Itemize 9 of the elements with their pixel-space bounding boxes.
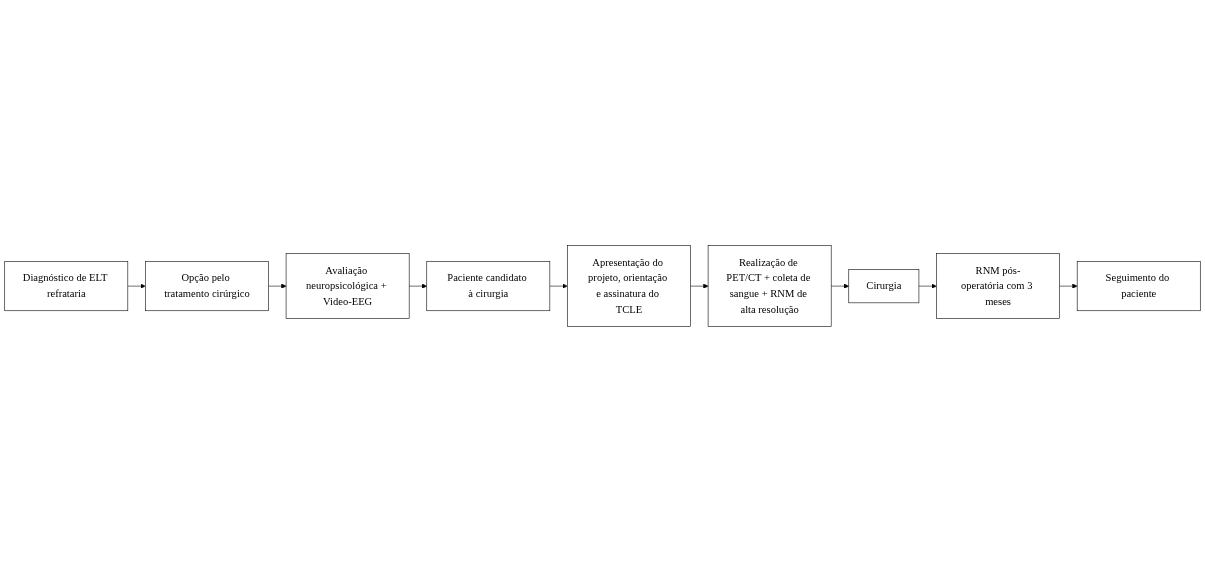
node-box: Paciente candidato à cirurgia	[426, 261, 551, 311]
node-box: Avaliação neuropsicológica + Video-EEG	[285, 253, 410, 319]
node-box: Diagnóstico de ELT refrataria	[4, 261, 129, 311]
node-box: RNM pós-operatória com 3 meses	[936, 253, 1060, 319]
node-box: Seguimento do paciente	[1076, 261, 1201, 311]
node-box: Realização de PET/CT + coleta de sangue + RNM de alta resolução	[707, 245, 832, 327]
node-box: Apresentação do projeto, orientação e assinatura do TCLE	[567, 245, 691, 327]
node-box: Opção pelo tratamento cirúrgico	[145, 261, 269, 311]
node-box: Cirurgia	[848, 269, 920, 303]
